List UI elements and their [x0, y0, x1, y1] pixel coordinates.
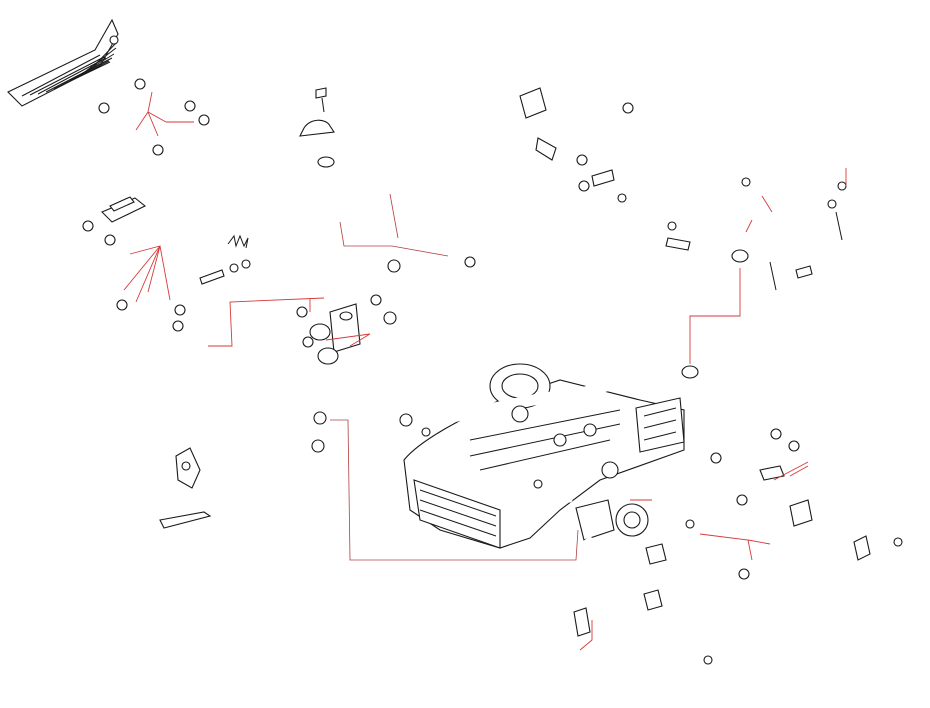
- bottom-pipes: [534, 535, 903, 674]
- bolt-and-clamp: [299, 87, 335, 168]
- left-hose-set: [53, 196, 214, 334]
- leader-lines: [123, 91, 847, 651]
- central-tee-assembly: [296, 237, 499, 365]
- right-pipe-assembly: [696, 167, 884, 291]
- radiator: [7, 18, 119, 107]
- water-pump: [533, 479, 667, 565]
- engine-block: [371, 363, 685, 549]
- spring-and-bolts: [199, 234, 251, 285]
- right-middle-hoses: [681, 365, 818, 580]
- small-fittings: [576, 154, 691, 251]
- large-u-hose: [221, 339, 327, 471]
- bracket-and-wedge: [159, 447, 212, 529]
- upper-left-hose-run: [96, 78, 393, 225]
- upper-hard-pipes: [444, 37, 664, 237]
